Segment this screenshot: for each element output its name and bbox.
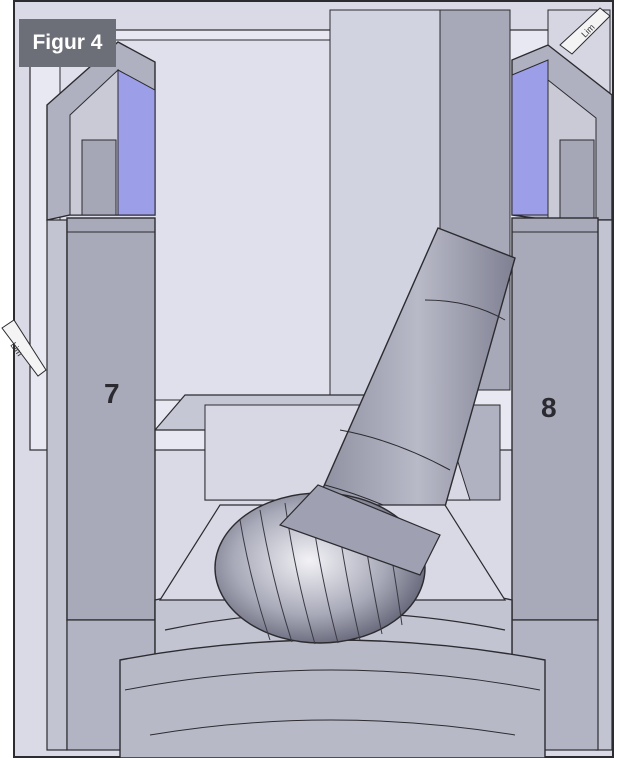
figure-label: Figur 4 [19,19,116,67]
part-7-panel [66,217,156,621]
right-column-inner [559,139,595,219]
left-column-accent [117,69,156,216]
part-number-8: 8 [541,392,557,423]
stove-top-ring [119,639,546,758]
left-column-edge [46,219,68,751]
part-8-panel [511,217,599,621]
flue-collar [278,484,441,576]
right-column-accent [511,59,549,216]
part-number-7: 7 [104,378,120,409]
left-column-inner [81,139,117,216]
